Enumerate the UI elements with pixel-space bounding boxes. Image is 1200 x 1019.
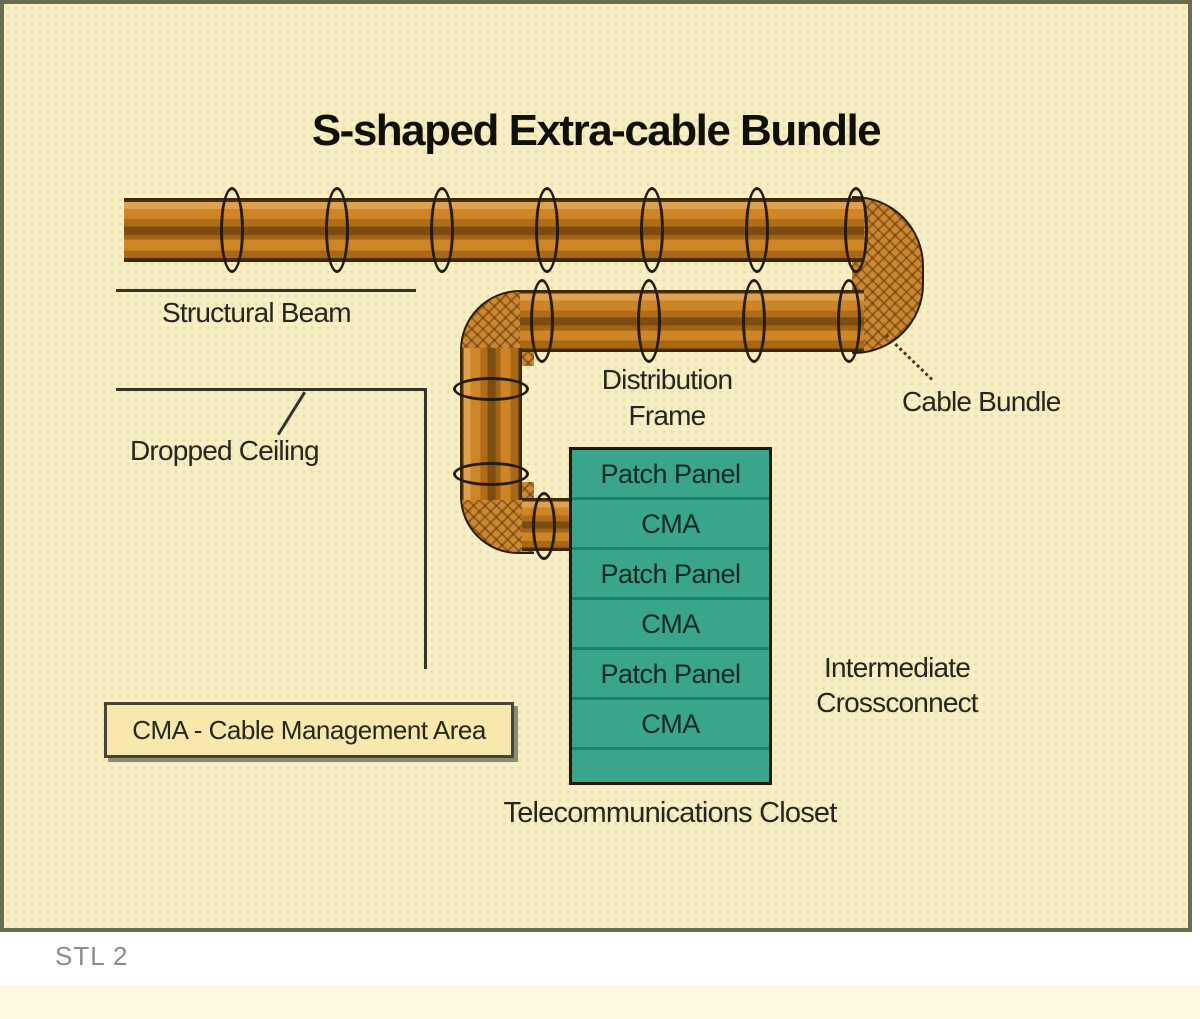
distribution-frame-line1: Distribution — [601, 364, 733, 395]
rack-row-cma: CMA — [572, 600, 769, 650]
cable-tie-ring — [532, 492, 556, 560]
cable-tie-ring — [742, 279, 766, 363]
cable-tie-ring — [325, 187, 349, 273]
rack-row-patch-panel: Patch Panel — [572, 450, 769, 500]
dropped-ceiling-line-vertical — [424, 388, 427, 669]
cable-tie-ring — [430, 187, 454, 273]
dropped-ceiling-label: Dropped Ceiling — [130, 435, 320, 466]
cable-tie-ring — [530, 279, 554, 363]
diagram-panel: S-shaped Extra-cable Bundle Structural B… — [0, 0, 1192, 932]
cable-tie-ring — [453, 377, 529, 401]
footer-strip — [0, 932, 1200, 985]
cable-tie-ring — [844, 187, 868, 273]
cable-bundle-label: Cable Bundle — [902, 386, 1061, 417]
legend-text: CMA - Cable Management Area — [132, 715, 486, 745]
cable-tie-ring — [745, 187, 769, 273]
cable-tie-ring — [637, 279, 661, 363]
telecommunications-closet-label: Telecommunications Closet — [503, 797, 838, 829]
legend-box: CMA - Cable Management Area — [104, 702, 514, 758]
cable-tie-ring — [220, 187, 244, 273]
structural-beam-label: Structural Beam — [162, 297, 352, 328]
cable-tie-ring — [837, 279, 861, 363]
bottom-margin-strip — [0, 985, 1200, 1019]
cable-tie-ring — [640, 187, 664, 273]
rack-row-patch-panel: Patch Panel — [572, 650, 769, 700]
figure-caption: STL 2 — [55, 941, 129, 971]
cable-middle-run — [520, 290, 864, 352]
cable-bundle-pointer-line — [884, 334, 934, 381]
rack-row-patch-panel: Patch Panel — [572, 550, 769, 600]
distribution-frame-line2: Frame — [628, 400, 707, 431]
rack-row-cma: CMA — [572, 500, 769, 550]
intermediate-crossconnect-line1: Intermediate — [823, 652, 971, 683]
cable-top-run — [124, 198, 864, 262]
distribution-frame-rack: Patch Panel CMA Patch Panel CMA Patch Pa… — [569, 447, 772, 785]
intermediate-crossconnect-line2: Crossconnect — [816, 687, 978, 718]
structural-beam-line — [116, 289, 416, 292]
dropped-ceiling-line-horizontal — [116, 388, 427, 391]
rack-row-cma: CMA — [572, 700, 769, 750]
cable-tie-ring — [535, 187, 559, 273]
dropped-ceiling-pointer-line — [276, 391, 306, 436]
diagram-title: S-shaped Extra-cable Bundle — [311, 106, 882, 155]
cable-tie-ring — [453, 462, 529, 486]
